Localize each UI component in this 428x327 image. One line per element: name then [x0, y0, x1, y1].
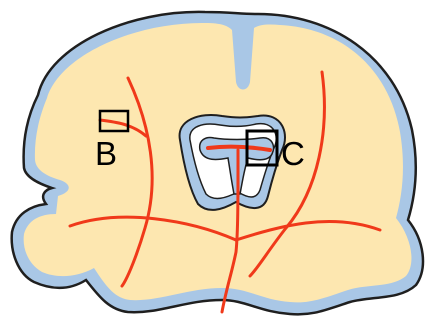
label-b: B — [95, 135, 117, 172]
label-c: C — [281, 135, 305, 172]
